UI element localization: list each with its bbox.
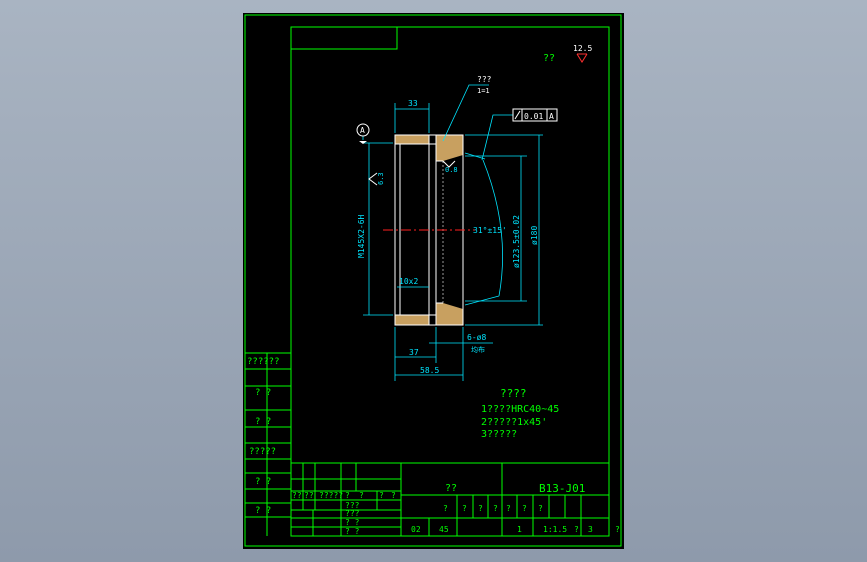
stage-mark-5: ? xyxy=(506,504,511,513)
sign-row-3: ????? xyxy=(319,491,343,500)
outer-border xyxy=(244,14,622,547)
requirement-2: 2?????1x45' xyxy=(481,417,547,428)
roughness-label: ?? xyxy=(543,53,555,64)
scale-value: 1:1.5 xyxy=(543,525,567,534)
left-strip-cell-3: ? ? xyxy=(255,417,271,427)
part-section xyxy=(383,134,475,326)
dim-chamfer: 10x2 xyxy=(399,277,418,286)
sheets-total: 3 xyxy=(588,525,593,534)
chamfer-note-top: ??? xyxy=(477,75,492,84)
material-value: 45 xyxy=(439,525,449,534)
dim-top-width: 33 xyxy=(408,99,418,108)
sheet-q2: ? xyxy=(615,525,620,534)
datum-circle-icon xyxy=(356,123,370,137)
chamfer-note-bottom: 1=1 xyxy=(477,87,490,95)
requirement-3: 3????? xyxy=(481,429,517,440)
corner-box xyxy=(291,27,398,50)
sign-row-5: ? xyxy=(359,491,364,500)
left-strip-cell-6: ? ? xyxy=(255,506,271,516)
dim-inner-diameter: ø123.5±0.02 xyxy=(512,215,521,268)
quantity-value: 02 xyxy=(411,525,421,534)
stage-mark-4: ? xyxy=(493,504,498,513)
stage-mark-3: ? xyxy=(478,504,483,513)
runout-arrow-icon xyxy=(514,110,521,120)
hatch-bottom-left xyxy=(395,315,429,325)
runout-datum: A xyxy=(549,112,554,121)
left-roughness-icon xyxy=(368,172,378,186)
runout-value: 0.01 xyxy=(524,112,543,121)
dim-outer-diameter: ø180 xyxy=(530,226,539,245)
requirements-title: ???? xyxy=(500,387,527,400)
dim-hole: 6-ø8 xyxy=(467,333,486,342)
dim-angle: 31°±15' xyxy=(473,226,507,235)
stage-mark-2: ? xyxy=(462,504,467,513)
sign-row-2: ?? xyxy=(304,491,314,500)
sheet-value: 1 xyxy=(517,525,522,534)
dim-bottom-width: 37 xyxy=(409,348,419,357)
runout-frame xyxy=(512,108,558,122)
sheet-q1: ? xyxy=(574,525,579,534)
inner-roughness-icon xyxy=(442,160,456,168)
left-strip-cell-5: ? ? xyxy=(255,477,271,487)
inner-roughness-value: 0.8 xyxy=(445,166,458,174)
requirement-1: 1????HRC40~45 xyxy=(481,404,559,415)
sign-row-4: ? xyxy=(345,491,350,500)
left-roughness-value: 6.3 xyxy=(377,172,385,185)
inner-border xyxy=(290,26,610,537)
sign-col-1: ??? xyxy=(345,501,360,510)
stage-mark-7: ? xyxy=(538,504,543,513)
sign-row-7: ? xyxy=(391,491,396,500)
dim-thread: M145X2-6H xyxy=(357,214,366,258)
stage-mark-6: ? xyxy=(522,504,527,513)
drawing-sheet: ?????? ? ? ? ? ????? ? ? ? ? ?? 12.5 xyxy=(243,13,624,549)
drawing-frame xyxy=(244,14,622,547)
datum-label: A xyxy=(360,126,365,135)
left-strip-cell-1: ?????? xyxy=(247,357,280,367)
left-strip xyxy=(245,352,291,518)
left-strip-cell-4: ????? xyxy=(249,447,276,457)
dim-overall-width: 58.5 xyxy=(420,366,439,375)
drawing-svg: ?????? ? ? ? ? ????? ? ? ? ? ?? 12.5 xyxy=(244,14,622,547)
title-name-cell: ?? xyxy=(445,483,457,494)
dim-hole-note: 均布 xyxy=(471,345,485,354)
hatch-top-right xyxy=(436,144,463,161)
hatch-top-block xyxy=(436,135,463,144)
roughness-symbol-icon xyxy=(576,53,588,63)
datum-triangle-icon xyxy=(359,141,367,144)
hatch-bottom-right xyxy=(436,303,463,325)
dimension-lines xyxy=(362,84,543,381)
sign-col-3: ? ? xyxy=(345,518,360,527)
sign-row-1: ?? xyxy=(292,491,302,500)
hatch-top-left xyxy=(395,135,429,144)
sign-col-4: ? ? xyxy=(345,527,360,536)
left-strip-cell-2: ? ? xyxy=(255,388,271,398)
title-block xyxy=(291,462,609,536)
stage-mark-1: ? xyxy=(443,504,448,513)
drawing-code: B13-J01 xyxy=(539,482,585,495)
sign-col-2: ??? xyxy=(345,509,360,518)
sign-row-6: ? xyxy=(379,491,384,500)
roughness-value: 12.5 xyxy=(573,44,592,53)
